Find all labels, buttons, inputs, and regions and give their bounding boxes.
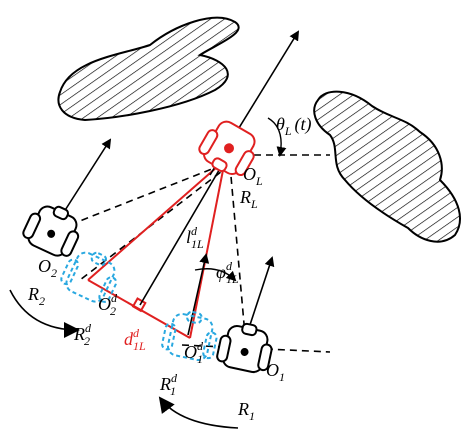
label-theta: θL(t) — [276, 114, 312, 138]
formation-triangle — [87, 159, 226, 339]
desired-robot-1 — [161, 310, 218, 362]
leader-robot — [198, 120, 256, 177]
desired-robot-2 — [60, 251, 118, 303]
robot2-heading-arrow — [61, 138, 112, 216]
label-R-1: R1 — [237, 399, 255, 423]
label-O-2: O2 — [38, 256, 57, 280]
label-R-2: R2 — [27, 284, 45, 308]
rotation-arrow-left — [9, 289, 80, 338]
obstacle-right — [313, 90, 461, 243]
distance-line — [139, 159, 226, 306]
robot-1 — [216, 322, 273, 374]
phi-arc — [194, 268, 237, 282]
obstacle-top — [57, 16, 240, 122]
desired-robot1-heading-arrow — [187, 253, 210, 336]
rotation-arrow-bottom — [158, 396, 239, 429]
label-R-L: RL — [239, 187, 258, 211]
label-O-1: O1 — [266, 360, 285, 384]
robot-2 — [22, 205, 80, 257]
theta-arc — [267, 117, 287, 157]
label-O-L: OL — [243, 164, 263, 188]
